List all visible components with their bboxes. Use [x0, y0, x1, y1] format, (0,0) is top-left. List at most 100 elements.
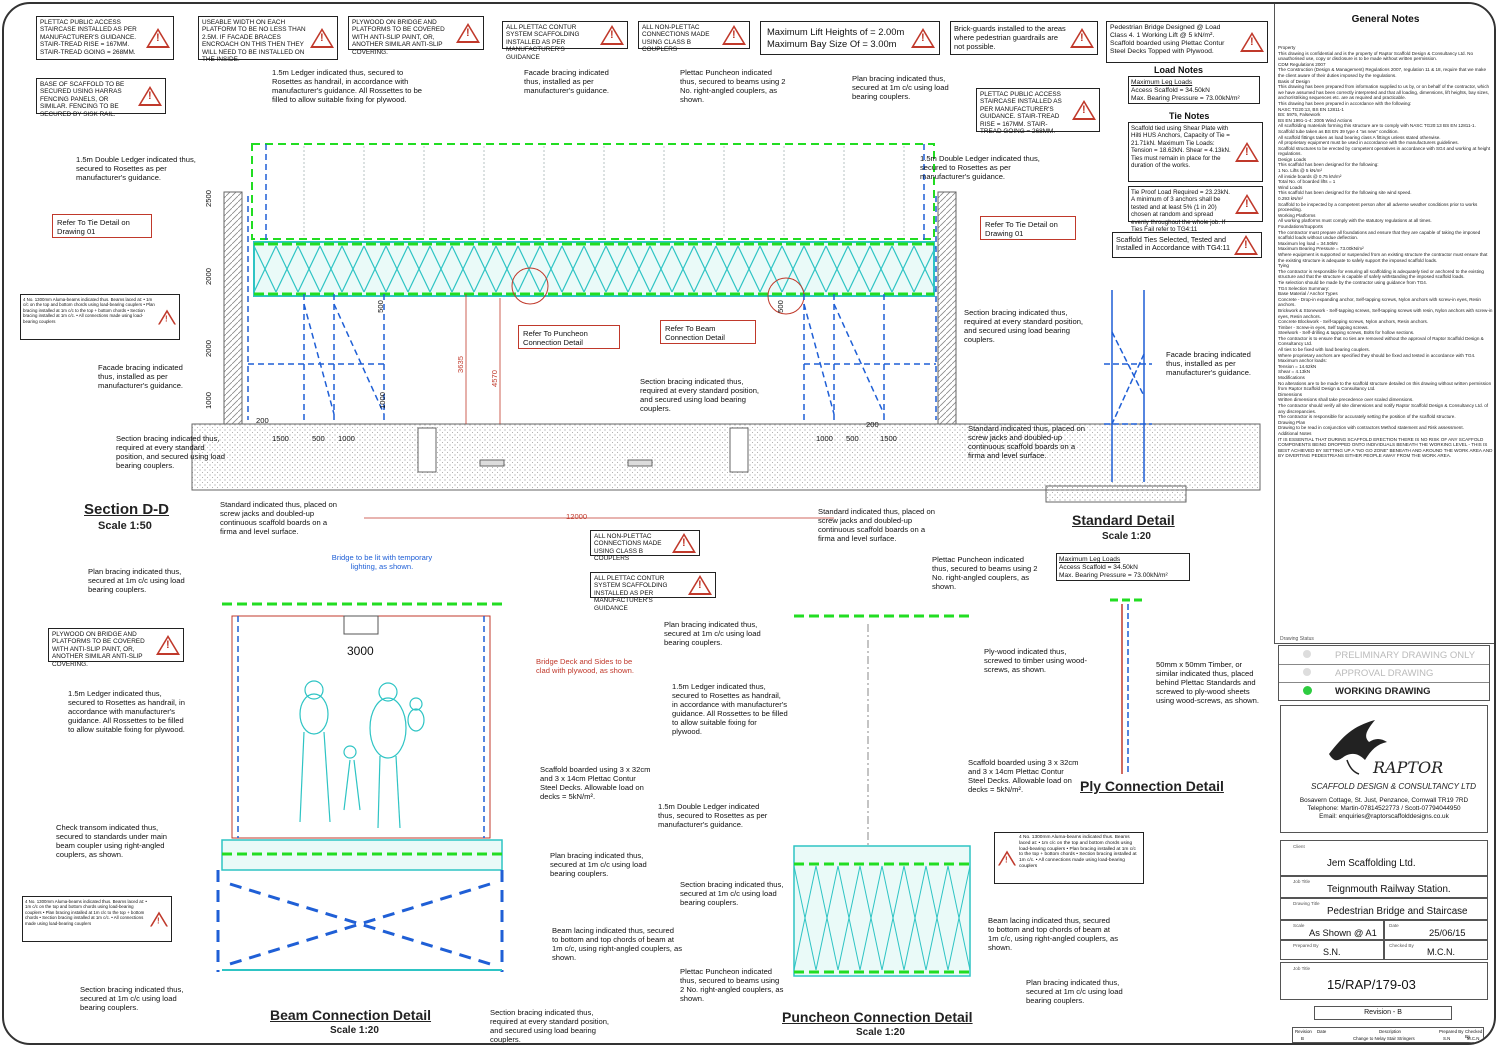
- standard-detail-title: Standard Detail: [1072, 512, 1175, 528]
- puncheon-detail-scale: Scale 1:20: [856, 1027, 905, 1038]
- standard-left-label: Standard indicated thus, placed on screw…: [220, 500, 337, 536]
- client-value: Jem Scaffolding Ltd.: [1327, 858, 1416, 869]
- puncheon-ref: Refer To Puncheon Connection Detail: [518, 325, 620, 349]
- prepared-value: S.N.: [1323, 947, 1341, 957]
- aluma-note-box-2: 4 No. 1300mm Aluma-beams indicated thus.…: [22, 896, 172, 942]
- dim-1000: 1000: [377, 392, 387, 409]
- dim-1500: 1500: [880, 434, 897, 443]
- puncheon-top-label: Plettac Puncheon indicated thus, secured…: [680, 68, 786, 104]
- dim-4570: 4570: [489, 370, 499, 387]
- max-leg-title: Maximum Leg Loads: [1131, 79, 1193, 86]
- drawing-title-label: Drawing Title: [1293, 901, 1320, 906]
- status-row-working: WORKING DRAWING: [1279, 682, 1489, 700]
- ply-label: Ply-wood indicated thus, screwed to timb…: [984, 647, 1087, 674]
- status-dot-active: [1303, 686, 1312, 695]
- tie-ref-right: Refer To Tie Detail on Drawing 01: [980, 216, 1076, 240]
- access-load: Access Scaffold = 34.50kN: [1059, 564, 1138, 571]
- drawing-status-heading: Drawing Status: [1280, 636, 1314, 642]
- aluma-note-box-3: 4 No. 1300mm Aluma-beams indicated thus.…: [994, 832, 1144, 884]
- warning-icon: !: [672, 533, 696, 553]
- beam-detail-title: Beam Connection Detail: [270, 1007, 432, 1023]
- dim-500: 500: [375, 300, 385, 313]
- dim-1000: 1000: [816, 434, 833, 443]
- bearing-pressure: Max. Bearing Pressure = 73.00kN/m²: [1059, 572, 1168, 579]
- date-value: 25/06/15: [1429, 927, 1466, 938]
- general-notes-title: General Notes: [1351, 14, 1420, 25]
- warning-icon: !: [138, 86, 162, 106]
- status-row-preliminary: PRELIMINARY DRAWING ONLY: [1279, 646, 1489, 665]
- section-dd-scale: Scale 1:50: [98, 520, 152, 532]
- dim-1000: 1000: [203, 392, 213, 409]
- facade-bracing-top-label: Facade bracing indicated thus, installed…: [524, 68, 610, 95]
- warning-icon: !: [310, 28, 334, 48]
- section-dd-title: Section D-D: [84, 501, 170, 518]
- warning-icon: !: [600, 25, 624, 45]
- bridge-design-text: Pedestrian Bridge Designed @ Load Class …: [1110, 24, 1225, 55]
- raptor-logo-icon: [1329, 720, 1387, 775]
- warning-text: ALL NON-PLETTAC CONNECTIONS MADE USING C…: [594, 533, 662, 563]
- warning-text: PLETTAC PUBLIC ACCESS STAIRCASE INSTALLE…: [40, 19, 137, 56]
- check-transom-label: Check transom indicated thus, secured to…: [56, 823, 168, 859]
- rev-cell: S.N: [1443, 1036, 1451, 1041]
- warning-text: ALL NON-PLETTAC CONNECTIONS MADE USING C…: [642, 24, 710, 54]
- warning-staircase-2: PLETTAC PUBLIC ACCESS STAIRCASE INSTALLE…: [976, 88, 1100, 135]
- standard-detail-scale: Scale 1:20: [1102, 531, 1151, 542]
- warning-icon: !: [156, 635, 180, 655]
- ties-installed-text: Scaffold Ties Selected, Tested and Insta…: [1116, 235, 1230, 253]
- company-panel: RAPTOR SCAFFOLD DESIGN & CONSULTANCY LTD…: [1280, 705, 1488, 833]
- dim-3000: 3000: [347, 644, 374, 658]
- rev-cell: B: [1301, 1036, 1304, 1041]
- section-bracing-mid-label: Section bracing indicated thus, required…: [640, 377, 760, 413]
- beam-section-bracing-2-label: Section bracing indicated thus, required…: [490, 1008, 610, 1044]
- dim-12000: 12000: [566, 512, 588, 521]
- warning-icon: !: [911, 28, 935, 48]
- dim-200: 200: [256, 416, 269, 425]
- dim-1500: 1500: [272, 434, 289, 443]
- load-notes-box: Maximum Leg Loads Access Scaffold = 34.5…: [1128, 76, 1260, 104]
- double-ledger-left-label: 1.5m Double Ledger indicated thus, secur…: [76, 155, 196, 182]
- standard-facade-label: Facade bracing indicated thus, installed…: [1166, 350, 1252, 377]
- puncheon-section-bracing-label: Section bracing indicated thus, secured …: [680, 880, 784, 907]
- warning-icon: !: [158, 309, 176, 328]
- company-subtitle: SCAFFOLD DESIGN & CONSULTANCY LTD: [1311, 782, 1476, 791]
- company-name: RAPTOR: [1373, 758, 1444, 777]
- client-cell: Client Jem Scaffolding Ltd.: [1280, 840, 1488, 876]
- section-bracing-left-label: Section bracing indicated thus, required…: [116, 434, 225, 470]
- tie-proof-box: Tie Proof Load Required = 23.23kN. A min…: [1128, 186, 1263, 233]
- rev-header: Prepared By: [1439, 1029, 1464, 1034]
- puncheon-ledger-label: 1.5m Ledger indicated thus, secured to R…: [672, 682, 788, 736]
- rev-header: Date: [1317, 1029, 1327, 1034]
- warning-icon: !: [722, 25, 746, 45]
- rev-header: Description: [1379, 1029, 1401, 1034]
- max-leg-title: Maximum Leg Loads: [1059, 556, 1121, 563]
- dim-2000: 2000: [203, 268, 213, 285]
- dim-2000: 2000: [203, 340, 213, 357]
- dim-3635: 3635: [455, 356, 465, 373]
- company-phone: Telephone: Martin-07814522773 / Scott-07…: [1307, 805, 1461, 812]
- status-row-approval: APPROVAL DRAWING: [1279, 664, 1489, 683]
- scale-cell: Scale As Shown @ A1: [1280, 920, 1384, 940]
- puncheon-beam-lacing-label: Beam lacing indicated thus, secured to b…: [988, 916, 1119, 952]
- warning-icon: !: [150, 911, 168, 930]
- puncheon-detail-title: Puncheon Connection Detail: [782, 1009, 973, 1025]
- warning-text: PLYWOOD ON BRIDGE AND PLATFORMS TO BE CO…: [52, 631, 145, 668]
- scale-value: As Shown @ A1: [1309, 927, 1377, 938]
- warning-text: Brick-guards installed to the areas wher…: [954, 24, 1066, 51]
- warning-couplers-2: ALL NON-PLETTAC CONNECTIONS MADE USING C…: [590, 530, 700, 562]
- drawing-title-cell: Drawing Title Pedestrian Bridge and Stai…: [1280, 898, 1488, 920]
- general-notes-panel: General Notes Property This drawing is c…: [1274, 4, 1494, 644]
- status-label: APPROVAL DRAWING: [1335, 668, 1434, 679]
- date-cell: Date 25/06/15: [1384, 920, 1488, 940]
- standard-section-bracing-label: Section bracing indicated thus, required…: [964, 308, 1084, 344]
- checked-cell: Checked By M.C.N.: [1384, 940, 1488, 960]
- job-number-label: Job Title: [1293, 966, 1311, 971]
- bridge-lit-label: Bridge to be lit with temporary lighting…: [331, 553, 433, 571]
- access-load: Access Scaffold = 34.50kN: [1131, 87, 1210, 94]
- checked-value: M.C.N.: [1427, 947, 1455, 957]
- warning-icon: !: [1070, 28, 1094, 48]
- rev-cell: Change to Nelay Stair Stringers: [1353, 1036, 1415, 1041]
- revision-table: Revision Date Description Prepared By Ch…: [1292, 1027, 1484, 1043]
- puncheon-plan-bracing-2-label: Plan bracing indicated thus, secured at …: [1026, 978, 1123, 1005]
- double-ledger-right-label: 1.5m Double Ledger indicated thus, secur…: [920, 154, 1040, 181]
